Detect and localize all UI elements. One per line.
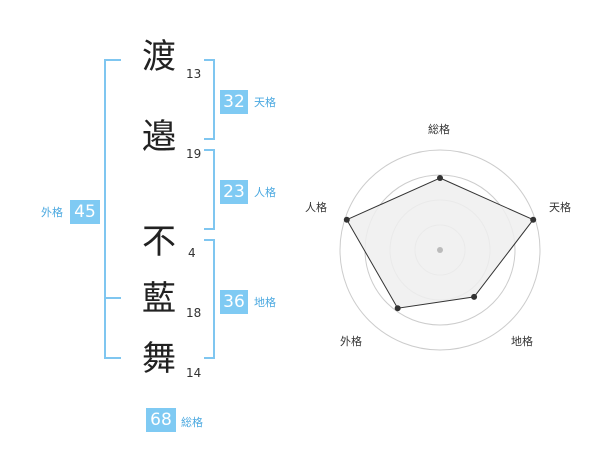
name-char-5: 舞 (142, 339, 176, 379)
tenkaku-bracket (204, 59, 215, 140)
radar-point-0 (437, 175, 443, 181)
radar-area (346, 177, 534, 309)
radar-point-1 (530, 216, 537, 223)
chikaku-bracket (204, 239, 215, 359)
gaikaku-bracket (104, 59, 121, 359)
radar-label-jinkaku: 人格 (305, 201, 327, 214)
name-char-2: 邉 (142, 117, 176, 157)
stroke-count-3: 4 (188, 246, 196, 260)
tenkaku-label: 天格 (254, 96, 276, 109)
soukaku-label: 総格 (181, 416, 203, 429)
chikaku-label: 地格 (254, 296, 276, 309)
stroke-count-5: 14 (186, 366, 202, 380)
stroke-count-1: 13 (186, 67, 202, 81)
name-char-4: 藍 (142, 279, 176, 319)
jinkaku-value-badge: 23 (220, 180, 248, 204)
stroke-count-2: 19 (186, 147, 202, 161)
tenkaku-value-badge: 32 (220, 90, 248, 114)
jinkaku-label: 人格 (254, 186, 276, 199)
name-char-3: 不 (142, 222, 176, 262)
radar-label-gaikaku: 外格 (340, 335, 362, 348)
chikaku-value-badge: 36 (220, 290, 248, 314)
radar-ring-4 (339, 149, 541, 351)
jinkaku-bracket (204, 149, 215, 230)
stroke-count-4: 18 (186, 306, 202, 320)
radar-point-3 (394, 305, 401, 312)
radar-center-dot (437, 247, 443, 253)
radar-point-2 (471, 293, 478, 300)
soukaku-value-badge: 68 (146, 408, 176, 432)
radar-point-4 (343, 216, 350, 223)
radar-label-soukaku: 総格 (428, 123, 450, 136)
name-char-1: 渡 (142, 37, 176, 77)
radar-label-tenkaku: 天格 (549, 201, 571, 214)
gaikaku-value-badge: 45 (70, 200, 100, 224)
radar-label-chikaku: 地格 (511, 335, 533, 348)
gaikaku-label: 外格 (41, 206, 63, 219)
